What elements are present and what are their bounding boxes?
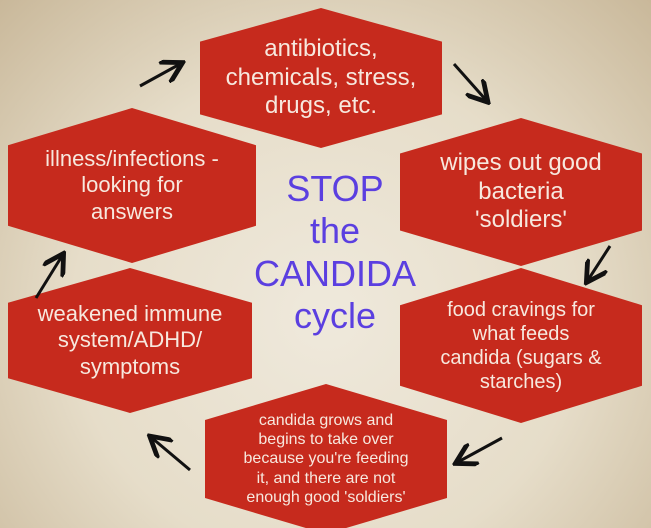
- arrow-1: [139, 64, 180, 88]
- step-illness: illness/infections - looking for answers: [8, 108, 256, 263]
- step-weakened-immune: weakened immune system/ADHD/ symptoms: [8, 268, 252, 413]
- step-food-cravings: food cravings for what feeds candida (su…: [400, 268, 642, 423]
- step-wipes-out-bacteria: wipes out good bacteria 'soldiers': [400, 118, 642, 266]
- step-antibiotics: antibiotics, chemicals, stress, drugs, e…: [200, 8, 442, 148]
- center-title: STOP the CANDIDA cycle: [253, 168, 417, 337]
- arrow-6: [34, 256, 62, 299]
- arrow-5: [152, 438, 191, 472]
- arrow-3: [588, 245, 612, 280]
- arrow-2: [452, 63, 486, 100]
- arrow-4: [458, 436, 503, 462]
